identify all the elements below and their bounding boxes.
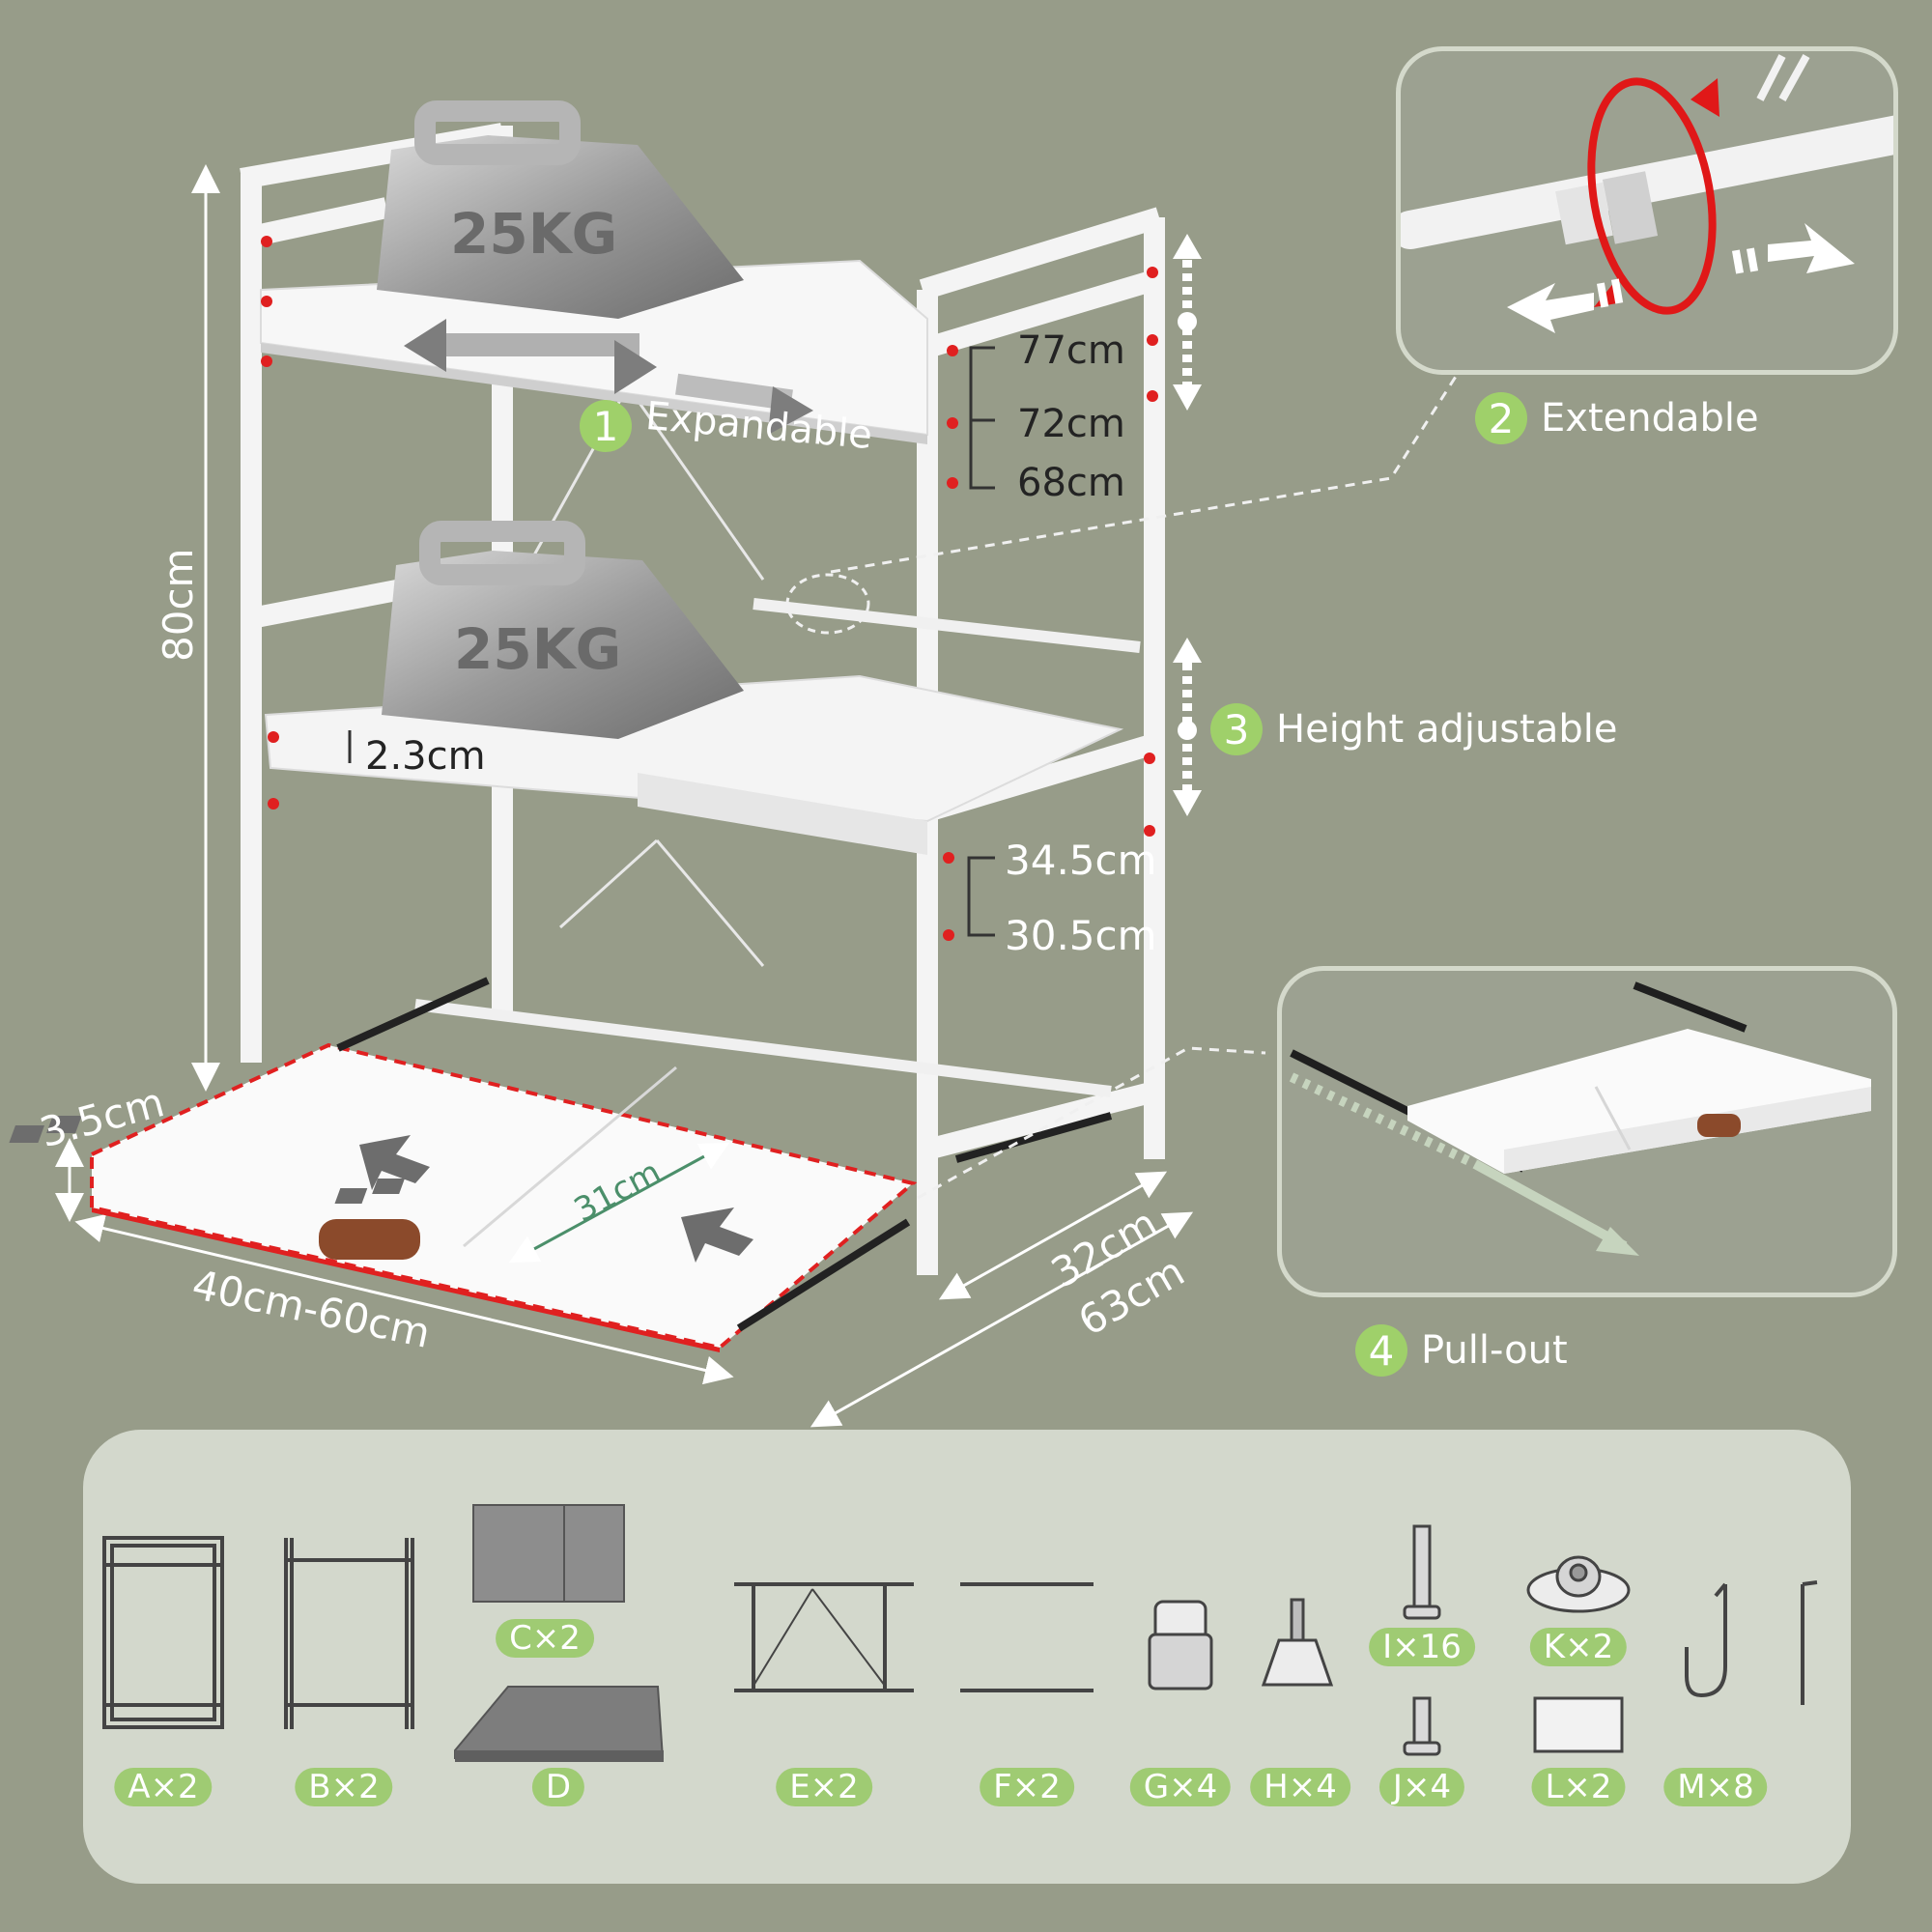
part-c-icon [472,1504,625,1603]
part-k-icon [1526,1555,1631,1613]
part-tag-m: M×8 [1663,1768,1768,1806]
rack-illustration [9,100,1461,1428]
part-tag-i: I×16 [1369,1628,1475,1666]
part-i-icon [1403,1524,1441,1620]
extendable-detail-graphic [1401,54,1893,333]
part-tag-e: E×2 [776,1768,872,1806]
part-tag-h: H×4 [1250,1768,1350,1806]
feature-pull-out: 4 Pull-out [1355,1324,1568,1377]
part-tag-f: F×2 [980,1768,1074,1806]
height-72: 72cm [1017,402,1125,446]
part-g-icon [1148,1600,1213,1690]
feature-height-adjustable: 3 Height adjustable [1210,703,1617,755]
part-h-icon [1261,1598,1334,1687]
feature-label: Extendable [1541,396,1759,440]
part-a-icon [102,1536,224,1729]
part-j-icon [1403,1696,1441,1756]
shelf-thickness-label: 2.3cm [365,734,486,779]
feature-label: Height adjustable [1276,707,1618,752]
feature-number: 4 [1355,1324,1407,1377]
part-tag-d: D [531,1768,585,1806]
part-f-icon [960,1582,1094,1692]
height-77: 77cm [1017,328,1125,373]
feature-label: Expandable [643,393,874,459]
part-d-icon [454,1686,665,1762]
feature-label: Pull-out [1421,1328,1568,1373]
height-34-5: 34.5cm [1005,837,1157,884]
feature-number: 2 [1475,392,1527,444]
part-tag-a: A×2 [114,1768,213,1806]
part-l-icon [1533,1696,1624,1753]
parts-illustrations [102,1504,1818,1762]
feature-number: 3 [1210,703,1263,755]
pull-out-detail-inset [1277,966,1897,1297]
weight-middle-label: 25KG [454,616,622,682]
part-tag-j: J×4 [1378,1768,1465,1806]
weight-top-label: 25KG [450,201,618,267]
total-height-label: 80cm [155,548,202,662]
part-tag-b: B×2 [295,1768,393,1806]
part-tag-l: L×2 [1531,1768,1626,1806]
parts-panel: A×2 B×2 C×2 D E×2 F×2 G×4 H×4 I×16 J×4 K… [83,1430,1851,1884]
part-m-icon [1685,1580,1818,1705]
dimension-lines [55,164,1194,1428]
feature-extendable: 2 Extendable [1475,392,1759,444]
extendable-detail-inset [1396,46,1898,375]
weight-middle [382,521,744,739]
height-68: 68cm [1017,461,1125,505]
feature-expandable: 1 Expandable [580,394,874,458]
part-e-icon [734,1582,914,1692]
feature-number: 1 [580,400,632,452]
weight-top [377,100,744,319]
part-tag-k: K×2 [1529,1628,1628,1666]
height-30-5: 30.5cm [1005,912,1157,959]
part-b-icon [284,1538,414,1729]
part-tag-c: C×2 [496,1619,594,1658]
part-tag-g: G×4 [1129,1768,1232,1806]
pull-out-detail-graphic [1289,981,1871,1256]
